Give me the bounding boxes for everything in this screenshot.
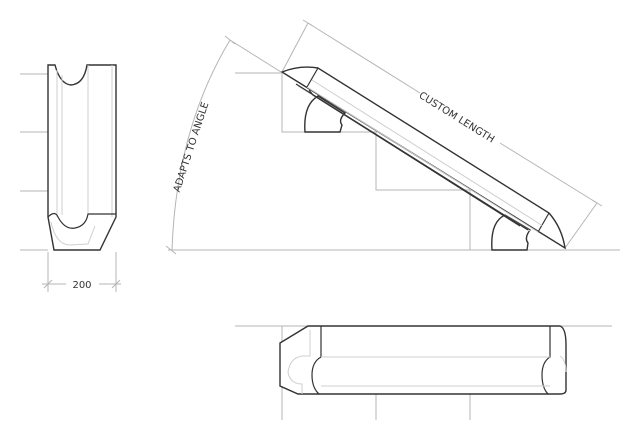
side-view: ADAPTS TO ANGLE CUSTOM LENGTH: [165, 19, 620, 255]
angle-annotation: ADAPTS TO ANGLE: [172, 101, 212, 194]
top-view: [235, 325, 612, 420]
width-dimension-label: 200: [72, 280, 91, 291]
end-view: 200: [20, 64, 121, 292]
angle-arc: [171, 39, 231, 251]
